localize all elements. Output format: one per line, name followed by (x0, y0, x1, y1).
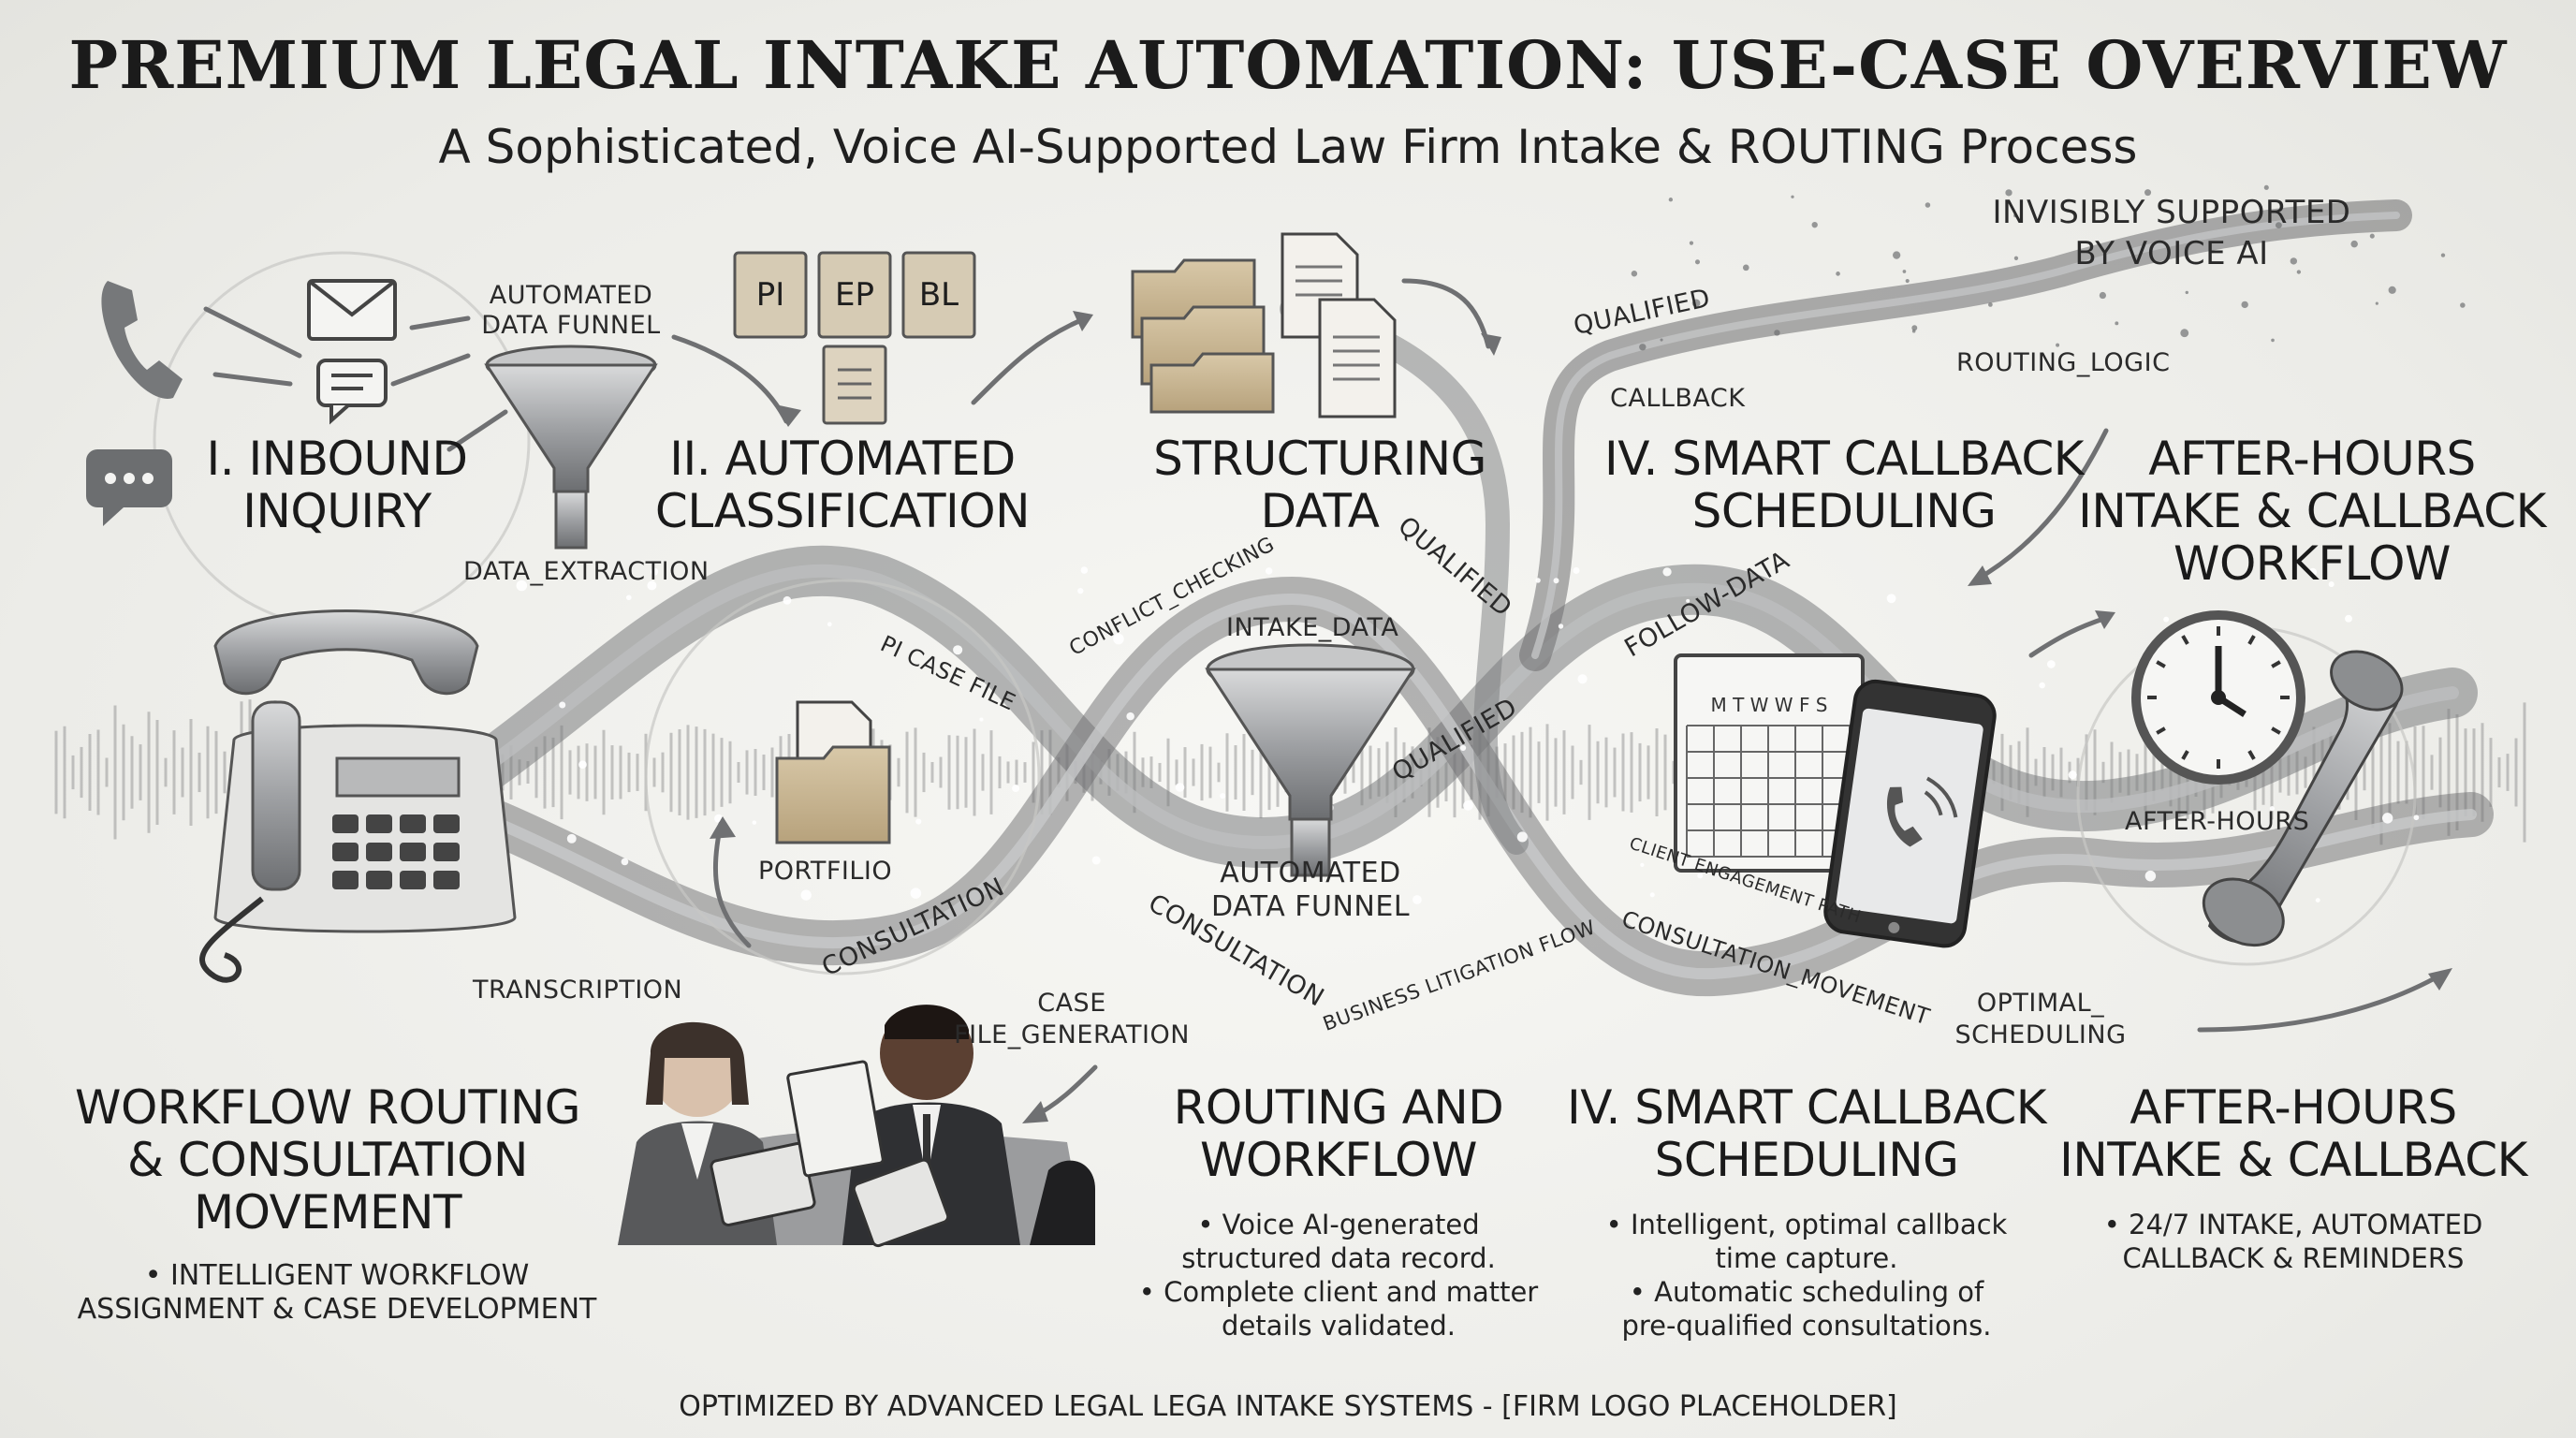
label-transcription: TRANSCRIPTION (473, 976, 683, 1005)
page-subtitle: A Sophisticated, Voice AI-Supported Law … (438, 120, 2138, 174)
label-callback: CALLBACK (1610, 384, 1746, 413)
email-icon (307, 279, 397, 341)
label-optimal-scheduling: OPTIMAL_SCHEDULING (1954, 989, 2127, 1049)
label-routing-logic: ROUTING_LOGIC (1956, 348, 2171, 377)
calendar-icon (1674, 653, 1865, 873)
smartphone-icon (1823, 679, 1997, 948)
documents-icon (1281, 232, 1397, 418)
data-stream (153, 199, 2494, 997)
retro-handset-icon (2202, 650, 2404, 947)
chat-icon (316, 359, 388, 425)
doc-tag-pi: PI (755, 276, 785, 314)
phone-icon (101, 281, 183, 399)
desk-phone-icon (199, 700, 517, 983)
message-icon (86, 449, 172, 526)
center-funnel-icon (1205, 643, 1416, 877)
practice-area-docs (733, 251, 976, 425)
page-title: PREMIUM LEGAL INTAKE AUTOMATION: USE-CAS… (68, 26, 2508, 104)
label-intake-data: INTAKE_DATA (1226, 613, 1399, 642)
footer-text: OPTIMIZED BY ADVANCED LEGAL LEGA INTAKE … (679, 1390, 1897, 1423)
funnel-icon (484, 345, 658, 550)
clock-icon (2131, 610, 2305, 785)
portfolio-folder-icon (775, 700, 891, 844)
arrow-heads (710, 311, 2452, 1123)
label-portfolio: PORTFILIO (758, 857, 893, 886)
label-after-hours: AFTER-HOURS (2125, 807, 2310, 836)
folders-icon (1131, 258, 1275, 414)
handset-icon (213, 609, 479, 696)
calendar-days: M T W W F S (1710, 694, 1827, 716)
doc-tag-ep: EP (835, 276, 874, 314)
doc-tag-bl: BL (918, 276, 959, 314)
label-data-extraction: DATA_EXTRACTION (463, 557, 710, 586)
consultation-meeting-illustration (618, 1005, 1095, 1248)
